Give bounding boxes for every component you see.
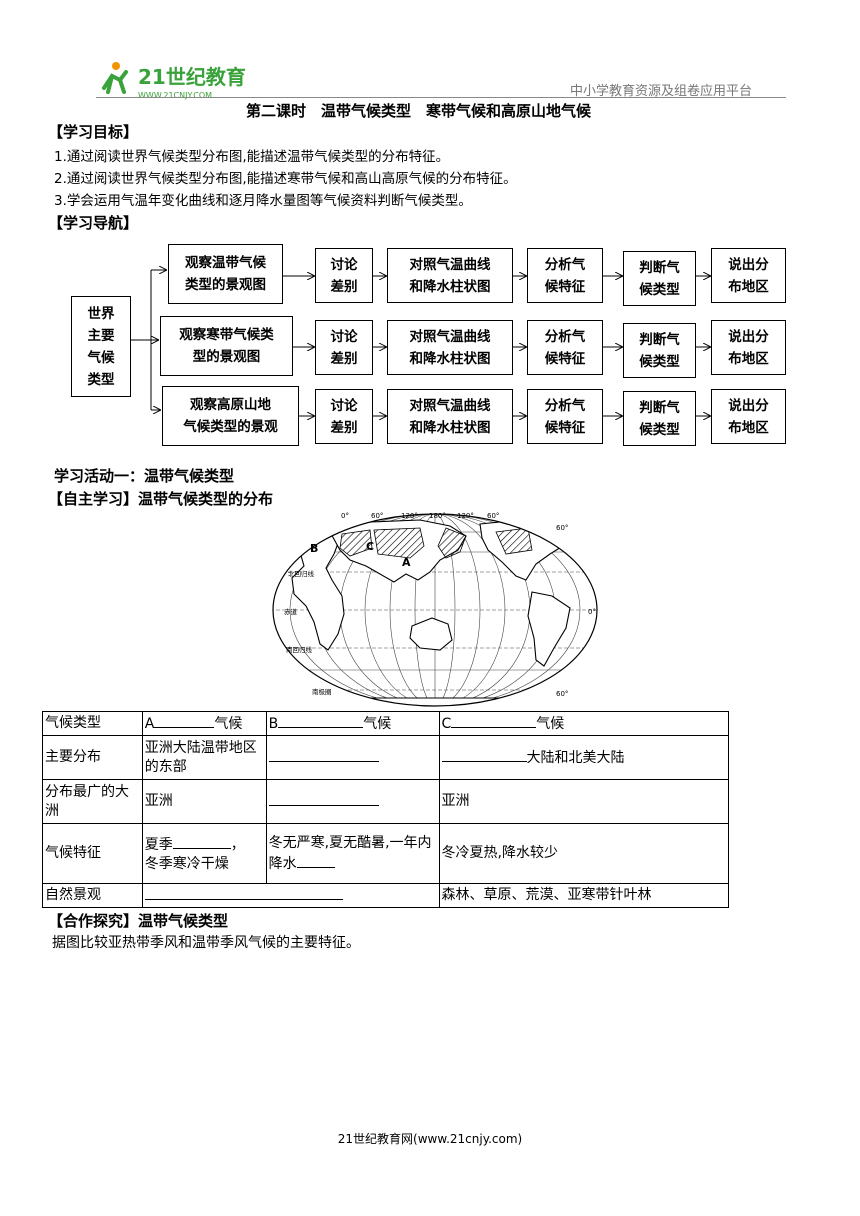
page-footer: 21世纪教育网(www.21cnjy.com)	[337, 1132, 523, 1146]
platform-name: 中小学教育资源及组卷应用平台	[570, 84, 753, 99]
self-study-heading: 【自主学习】温带气候类型的分布	[48, 490, 274, 508]
navigation-heading: 【学习导航】	[48, 214, 139, 232]
flow-tell-box: 说出分布地区	[711, 320, 786, 375]
table-row-label: 气候特征	[42, 823, 143, 884]
flow-judge-box: 判断气候类型	[623, 251, 696, 306]
page-title: 第二课时 温带气候类型 寒带气候和高原山地气候	[246, 102, 592, 120]
table-row-label: 自然景观	[42, 883, 143, 908]
table-cell[interactable]: 冬无严寒,夏无酷暑,一年内降水	[265, 823, 440, 884]
tropic-label: 南回归线	[286, 645, 313, 654]
table-row: 气候特征 夏季，冬季寒冷干燥 冬无严寒,夏无酷暑,一年内降水 冬冷夏热,降水较少	[42, 823, 730, 884]
table-cell[interactable]	[265, 779, 440, 824]
flow-discuss-box: 讨论差别	[315, 248, 373, 303]
lon-label: 60°	[371, 512, 383, 520]
flow-judge-box: 判断气候类型	[623, 323, 696, 378]
objective-item: 3.学会运用气温年变化曲线和逐月降水量图等气候资料判断气候类型。	[54, 193, 472, 209]
objective-item: 1.通过阅读世界气候类型分布图,能描述温带气候类型的分布特征。	[54, 149, 450, 165]
lat-label: 60°	[556, 690, 568, 698]
activity-heading: 学习活动一：温带气候类型	[54, 467, 235, 485]
table-cell: 冬冷夏热,降水较少	[438, 823, 730, 884]
objectives-heading: 【学习目标】	[48, 123, 139, 141]
flow-compare-box: 对照气温曲线和降水柱状图	[387, 389, 513, 444]
flow-compare-box: 对照气温曲线和降水柱状图	[387, 320, 513, 375]
table-row-label: 主要分布	[42, 735, 143, 780]
header-divider	[96, 97, 786, 98]
objective-item: 2.通过阅读世界气候类型分布图,能描述寒带气候和高山高原气候的分布特征。	[54, 171, 517, 187]
lon-label: 60°	[487, 512, 499, 520]
cooperation-heading: 【合作探究】温带气候类型	[48, 912, 229, 930]
table-cell: 森林、草原、荒漠、亚寒带针叶林	[438, 883, 730, 908]
world-climate-map: 0° 60° 120° 180° 120° 60° 60° 0° 60° 北回归…	[272, 512, 598, 707]
logo-url: WWW.21CNJY.COM	[138, 91, 212, 100]
flow-root-box: 世界主要气候类型	[71, 296, 131, 397]
lon-label: 180°	[429, 512, 446, 520]
zone-label: A	[402, 556, 411, 569]
flow-discuss-box: 讨论差别	[315, 389, 373, 444]
lon-label: 120°	[401, 512, 418, 520]
table-row: 自然景观 森林、草原、荒漠、亚寒带针叶林	[42, 883, 730, 908]
tropic-label: 北回归线	[288, 569, 315, 578]
table-row: 主要分布 亚洲大陆温带地区的东部 大陆和北美大陆	[42, 735, 730, 780]
flow-tell-box: 说出分布地区	[711, 389, 786, 444]
flow-tell-box: 说出分布地区	[711, 248, 786, 303]
table-cell: 亚洲	[438, 779, 730, 824]
flow-connectors	[131, 0, 860, 460]
flow-analyze-box: 分析气候特征	[527, 389, 603, 444]
equator-label: 赤道	[284, 607, 298, 616]
runner-icon	[102, 62, 128, 94]
logo-text: 21世纪教育	[138, 65, 246, 89]
table-header-cell: 气候类型	[42, 711, 143, 736]
table-cell[interactable]: 大陆和北美大陆	[438, 735, 730, 780]
cooperation-text: 据图比较亚热带季风和温带季风气候的主要特征。	[52, 935, 360, 951]
flow-compare-box: 对照气温曲线和降水柱状图	[387, 248, 513, 303]
lon-label: 120°	[457, 512, 474, 520]
zone-label: C	[366, 540, 374, 553]
flow-observe-box: 观察寒带气候类型的景观图	[160, 316, 293, 376]
lat-label: 0°	[588, 608, 596, 616]
flow-analyze-box: 分析气候特征	[527, 248, 603, 303]
flow-observe-box: 观察高原山地气候类型的景观	[162, 386, 299, 446]
flow-observe-box: 观察温带气候类型的景观图	[168, 244, 283, 304]
lon-label: 0°	[341, 512, 349, 520]
flow-judge-box: 判断气候类型	[623, 391, 696, 446]
site-logo: 21世纪教育 WWW.21CNJY.COM	[102, 62, 246, 100]
polar-circle-label: 南极圈	[312, 687, 332, 696]
table-cell[interactable]: 夏季，冬季寒冷干燥	[141, 823, 267, 884]
lat-label: 60°	[556, 524, 568, 532]
flow-analyze-box: 分析气候特征	[527, 320, 603, 375]
table-cell[interactable]	[141, 883, 440, 908]
table-row-label: 分布最广的大洲	[42, 779, 143, 824]
table-row: 分布最广的大洲 亚洲 亚洲	[42, 779, 730, 824]
flow-discuss-box: 讨论差别	[315, 320, 373, 375]
table-cell: 亚洲大陆温带地区的东部	[141, 735, 267, 780]
zone-label: B	[310, 542, 318, 555]
table-cell: 亚洲	[141, 779, 267, 824]
table-cell[interactable]	[265, 735, 440, 780]
